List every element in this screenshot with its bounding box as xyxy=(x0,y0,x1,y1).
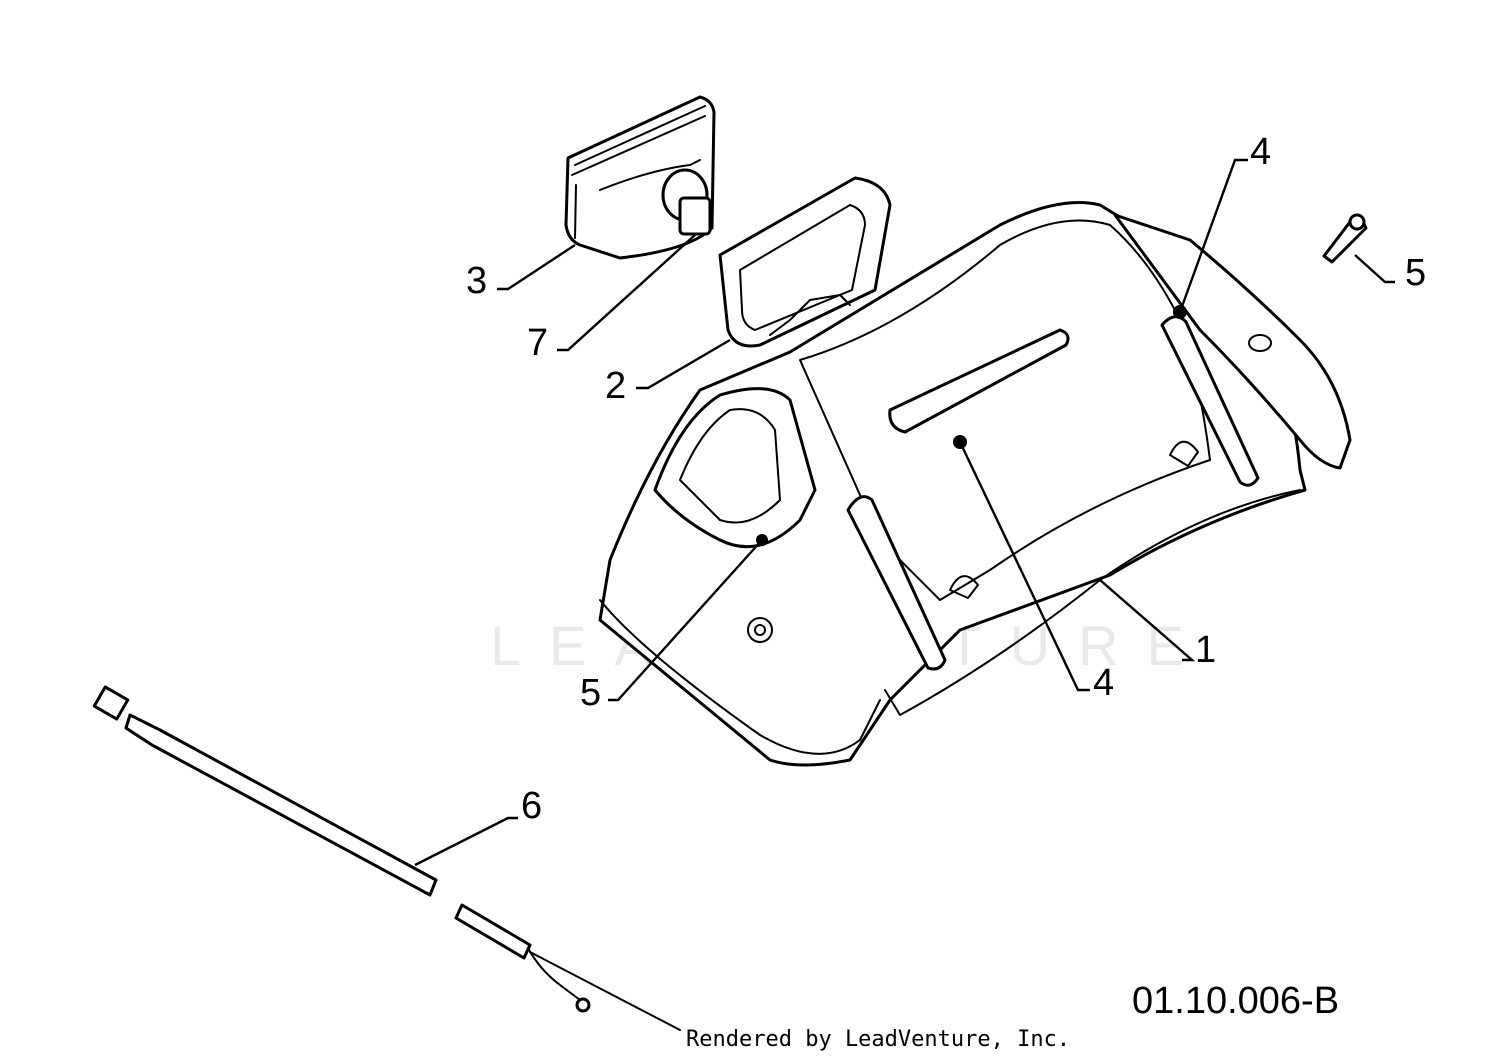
leader-6 xyxy=(414,816,518,867)
harness-ring-terminal xyxy=(575,997,591,1013)
hood-right-wing xyxy=(1113,213,1352,470)
leader-5-right xyxy=(1354,254,1395,284)
callout-7: 7 xyxy=(527,322,548,364)
hood-left-slot xyxy=(846,495,947,671)
bolt-head xyxy=(1348,213,1366,231)
leader-2 xyxy=(636,338,731,390)
leader-3 xyxy=(497,243,576,291)
part-7-bulb-socket xyxy=(661,168,712,236)
hood-lower-lip xyxy=(599,599,881,755)
callout-3: 3 xyxy=(466,260,487,302)
harness-wire-1 xyxy=(529,951,681,1031)
leader-7 xyxy=(557,234,696,352)
leader-4-top xyxy=(1178,158,1248,313)
part-5-bolt-right xyxy=(1322,213,1368,264)
callout-4-top: 4 xyxy=(1250,131,1271,173)
headlight-rim-1 xyxy=(574,105,706,166)
part-1-hood xyxy=(598,201,1352,767)
part-2-lamp-bracket xyxy=(718,176,892,348)
hood-left-cavity-inner xyxy=(679,408,781,524)
part-6-wire-harness xyxy=(92,685,681,1031)
callout-5-left: 5 xyxy=(580,672,601,714)
leader-1 xyxy=(1099,579,1196,662)
callout-2: 2 xyxy=(605,365,626,407)
bracket-outer xyxy=(718,176,892,348)
harness-wire-2 xyxy=(527,947,581,1001)
headlight-lens-edge xyxy=(599,159,701,191)
hood-left-cavity xyxy=(653,387,817,549)
harness-connector xyxy=(92,685,130,721)
callout-4-bottom: 4 xyxy=(1093,662,1114,704)
hood-boss-right xyxy=(1248,334,1272,352)
socket-body xyxy=(678,196,712,236)
callout-1: 1 xyxy=(1195,629,1216,671)
leader-5-left xyxy=(608,539,763,702)
callout-6: 6 xyxy=(521,785,542,827)
hood-front-edge xyxy=(884,489,1301,716)
hood-clip-left xyxy=(949,575,979,599)
bracket-inner xyxy=(739,204,866,331)
bracket-tabs xyxy=(769,294,851,336)
callout-5-right: 5 xyxy=(1405,252,1426,294)
callout-leaders xyxy=(414,158,1395,867)
hood-clip-right xyxy=(1169,440,1199,467)
hood-right-slot xyxy=(1160,315,1260,487)
headlight-rim-2 xyxy=(571,115,706,176)
harness-sleeve-lower xyxy=(454,903,532,960)
harness-sleeve-upper xyxy=(124,713,438,897)
hood-boss-left xyxy=(747,617,773,643)
hood-outer-shell xyxy=(598,201,1307,767)
headlight-rim-side xyxy=(574,184,577,239)
diagram-reference-number: 01.10.006-B xyxy=(1132,980,1339,1022)
hood-top-slot xyxy=(888,328,1070,434)
leader-4-bottom xyxy=(958,441,1090,692)
hood-boss-left-inner xyxy=(754,624,766,636)
render-credit: Rendered by LeadVenture, Inc. xyxy=(686,1027,1070,1052)
